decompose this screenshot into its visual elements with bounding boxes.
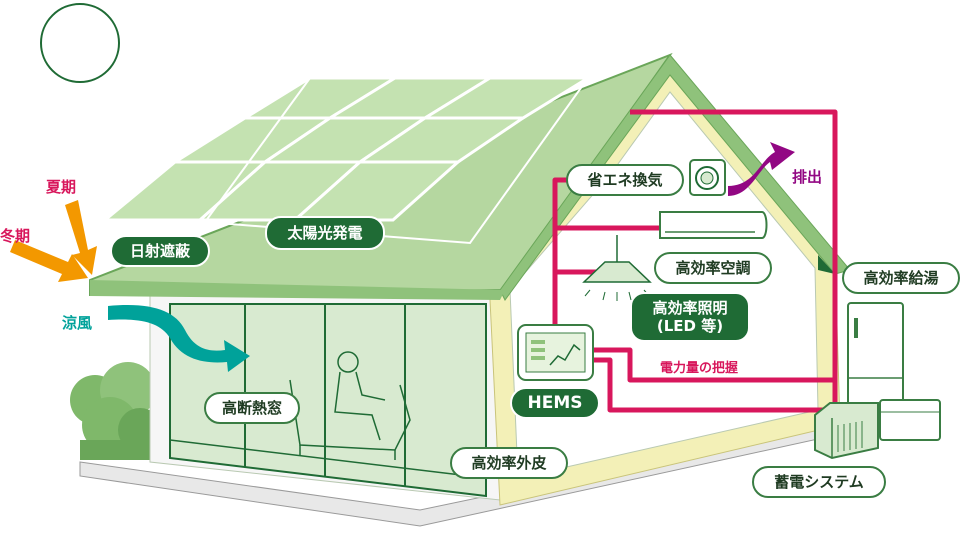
- exhaust-arrow-icon: [728, 142, 795, 196]
- breeze-arrow-icon: [108, 305, 250, 372]
- sun-shading-badge: 日射遮蔽: [110, 235, 210, 267]
- hems-badge: HEMS: [510, 387, 600, 419]
- solar-panel-array: [203, 77, 590, 245]
- lighting-badge: 高効率照明 (LED 等): [630, 292, 750, 342]
- lighting-line1: 高効率照明: [652, 299, 728, 317]
- envelope-badge: 高効率外皮: [450, 447, 568, 479]
- roof-eave: [90, 280, 505, 300]
- breeze-label: 涼風: [62, 314, 93, 332]
- shrubs-icon: [70, 362, 162, 460]
- winter-label: 冬期: [0, 227, 31, 245]
- air-conditioner-badge: 高効率空調: [654, 252, 772, 284]
- air-conditioner-icon: [659, 211, 768, 239]
- pendant-light-icon: [582, 235, 652, 301]
- summer-label: 夏期: [46, 178, 77, 196]
- sun-icon: [40, 3, 120, 83]
- insulated-window-badge: 高断熱窓: [204, 392, 300, 424]
- ventilation-fan-icon: [689, 159, 726, 196]
- winter-sun-arrow-icon: [10, 240, 88, 282]
- insulated-window: [169, 303, 487, 498]
- roof-corner: [818, 255, 835, 274]
- exhaust-label: 排出: [792, 168, 823, 186]
- lighting-line2: (LED 等): [656, 317, 724, 335]
- hems-monitor-icon: [517, 324, 594, 381]
- ventilation-badge: 省エネ換気: [566, 164, 684, 196]
- person-on-sofa-icon: [289, 351, 411, 460]
- water-heater-badge: 高効率給湯: [842, 262, 960, 294]
- storage-badge: 蓄電システム: [752, 466, 886, 498]
- storage-battery-icon: [814, 402, 879, 460]
- solar-power-badge: 太陽光発電: [265, 216, 385, 250]
- summer-sun-arrow-icon: [65, 200, 97, 275]
- solar-panels: [100, 76, 594, 222]
- power-monitoring-label: 電力量の把握: [660, 361, 739, 376]
